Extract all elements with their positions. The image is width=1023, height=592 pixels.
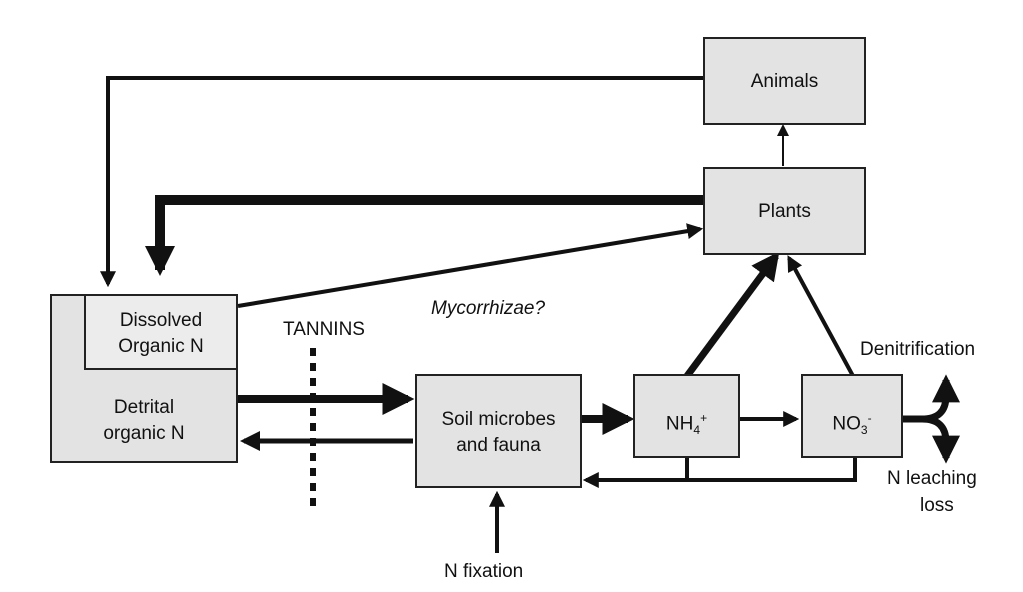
ammonium-sup: + [700, 411, 708, 425]
ammonium-box: NH4+ [633, 374, 740, 458]
arrow-ammonium-to-plants [684, 251, 780, 379]
soil-microbes-label-line2: and fauna [456, 435, 541, 456]
arrow-animals-to-dissolved [100, 76, 703, 288]
animals-box: Animals [703, 37, 866, 125]
ammonium-label: NH4+ [635, 406, 738, 442]
nitrate-sub: 3 [860, 423, 868, 438]
ammonium-sub: 4 [693, 423, 701, 438]
n-fixation-label: N fixation [444, 561, 524, 582]
arrow-leaching [921, 415, 960, 464]
nitrate-sup: - [867, 411, 872, 425]
dissolved-label-line2: Organic N [118, 336, 204, 357]
mycorrhizae-label: Mycorrhizae? [431, 298, 546, 319]
soil-microbes-box: Soil microbes and fauna [415, 374, 582, 488]
arrow-nitrate-to-plants [787, 255, 855, 377]
detrital-label-line2: organic N [103, 423, 185, 444]
arrow-denitrification [903, 374, 960, 423]
soil-microbes-label-line1: Soil microbes [441, 409, 556, 430]
dissolved-organic-n-box: Dissolved Organic N [84, 294, 238, 370]
ammonium-base: NH [665, 413, 694, 435]
n-leaching-label-line1: N leaching [887, 468, 977, 489]
animals-label: Animals [750, 71, 819, 92]
arrow-plants-to-dissolved [145, 195, 703, 276]
arrow-inorganic-to-microbes [582, 458, 857, 488]
nitrate-base: NO [832, 413, 861, 435]
n-leaching-label-line2: loss [920, 495, 954, 516]
nitrate-label: NO3- [803, 406, 901, 442]
arrow-dissolved-to-plants [237, 223, 704, 308]
dissolved-label-line1: Dissolved [119, 310, 203, 331]
denitrification-label: Denitrification [860, 339, 976, 360]
nitrate-box: NO3- [801, 374, 903, 458]
detrital-label-line1: Detrital [113, 397, 175, 418]
tannins-label: TANNINS [283, 319, 365, 340]
plants-box: Plants [703, 167, 866, 255]
plants-label: Plants [758, 201, 811, 222]
